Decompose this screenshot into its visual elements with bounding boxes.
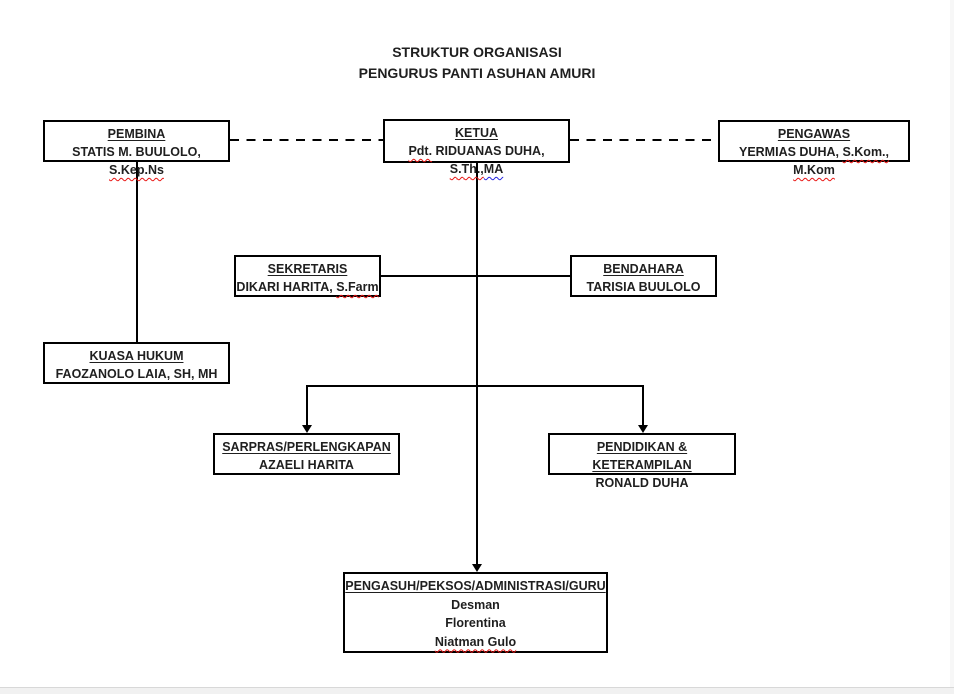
node-pendidikan-name: RONALD DUHA [595,476,689,490]
node-ketua-name-pre: Pdt. [408,144,433,158]
node-pengasuh-member1: Desman [451,597,500,612]
node-sekretaris-name-plain: DIKARI HARITA, [236,280,337,294]
node-kuasa-hukum-title: KUASA HUKUM [89,349,184,363]
node-pengawas-title: PENGAWAS [777,127,851,141]
node-sekretaris-title: SEKRETARIS [267,262,348,276]
connector-ketua-pengasuh [476,163,478,565]
page-right-edge [950,0,954,687]
connector-dashed-pembina-ketua [230,139,383,141]
node-pengawas: PENGAWAS YERMIAS DUHA, S.Kom., M.Kom [718,120,910,177]
node-pendidikan: PENDIDIKAN & KETERAMPILAN RONALD DUHA [548,433,736,490]
node-ketua-title: KETUA [454,126,499,140]
node-sarpras: SARPRAS/PERLENGKAPAN AZAELI HARITA [213,433,400,475]
node-sekretaris: SEKRETARIS DIKARI HARITA, S.Farm [234,255,381,297]
node-ketua-name-marked-blue: MA [483,162,504,176]
node-pengasuh-member2: Florentina [445,616,506,630]
arrowhead-sarpras [302,425,312,433]
node-ketua: KETUA Pdt. RIDUANAS DUHA, S.Th.,MA [383,119,570,176]
connector-sekretaris-bendahara [381,275,570,277]
arrowhead-pendidikan [638,425,648,433]
connector-drop-pendidikan [642,385,644,426]
node-pendidikan-title: PENDIDIKAN & KETERAMPILAN [592,440,692,472]
node-pengawas-name-marked1: S.Kom., [842,145,890,159]
node-pembina-name-plain: STATIS M. BUULOLO, [72,145,201,159]
node-pengawas-name-marked2: M.Kom [793,163,835,177]
chart-title-line2: PENGURUS PANTI ASUHAN AMURI [358,65,596,81]
node-pengawas-name-plain: YERMIAS DUHA, [738,145,843,159]
node-pembina-name: STATIS M. BUULOLO, S.Kep.Ns [45,143,228,179]
connector-drop-sarpras [306,385,308,426]
node-pengawas-name: YERMIAS DUHA, S.Kom., M.Kom [720,143,908,179]
connector-branch-horizontal [306,385,644,387]
node-pengasuh-title: PENGASUH/PEKSOS/ADMINISTRASI/GURU [345,579,606,593]
node-bendahara-name: TARISIA BUULOLO [586,280,701,294]
node-ketua-name-mid: RIDUANAS DUHA, [432,144,545,158]
node-kuasa-hukum-name: FAOZANOLO LAIA, SH, MH [55,367,218,381]
node-sekretaris-name: DIKARI HARITA, S.Farm [236,278,379,296]
node-ketua-name-marked-red: S.Th., [449,162,484,176]
node-bendahara-title: BENDAHARA [603,262,684,276]
connector-pembina-kuasahukum [136,162,138,342]
chart-title: STRUKTUR ORGANISASI PENGURUS PANTI ASUHA… [0,42,954,84]
node-pembina: PEMBINA STATIS M. BUULOLO, S.Kep.Ns [43,120,230,177]
node-pengasuh-member3-marked: Niatman Gulo [434,634,517,649]
node-sarpras-name: AZAELI HARITA [259,458,354,472]
node-kuasa-hukum: KUASA HUKUM FAOZANOLO LAIA, SH, MH [43,342,230,384]
node-pembina-title: PEMBINA [107,127,166,141]
connector-dashed-ketua-pengawas [570,139,718,141]
node-sekretaris-name-marked: S.Farm [336,280,379,294]
node-pembina-name-marked: S.Kep.Ns [109,163,164,177]
horizontal-scrollbar-track[interactable] [0,687,954,694]
node-pengasuh-member3: Niatman Gulo [345,633,606,652]
node-pengasuh: PENGASUH/PEKSOS/ADMINISTRASI/GURU Desman… [343,572,608,653]
arrowhead-pengasuh [472,564,482,572]
node-sarpras-title: SARPRAS/PERLENGKAPAN [222,440,391,454]
chart-title-line1: STRUKTUR ORGANISASI [392,44,562,60]
node-ketua-name: Pdt. RIDUANAS DUHA, S.Th.,MA [385,142,568,178]
node-bendahara: BENDAHARA TARISIA BUULOLO [570,255,717,297]
